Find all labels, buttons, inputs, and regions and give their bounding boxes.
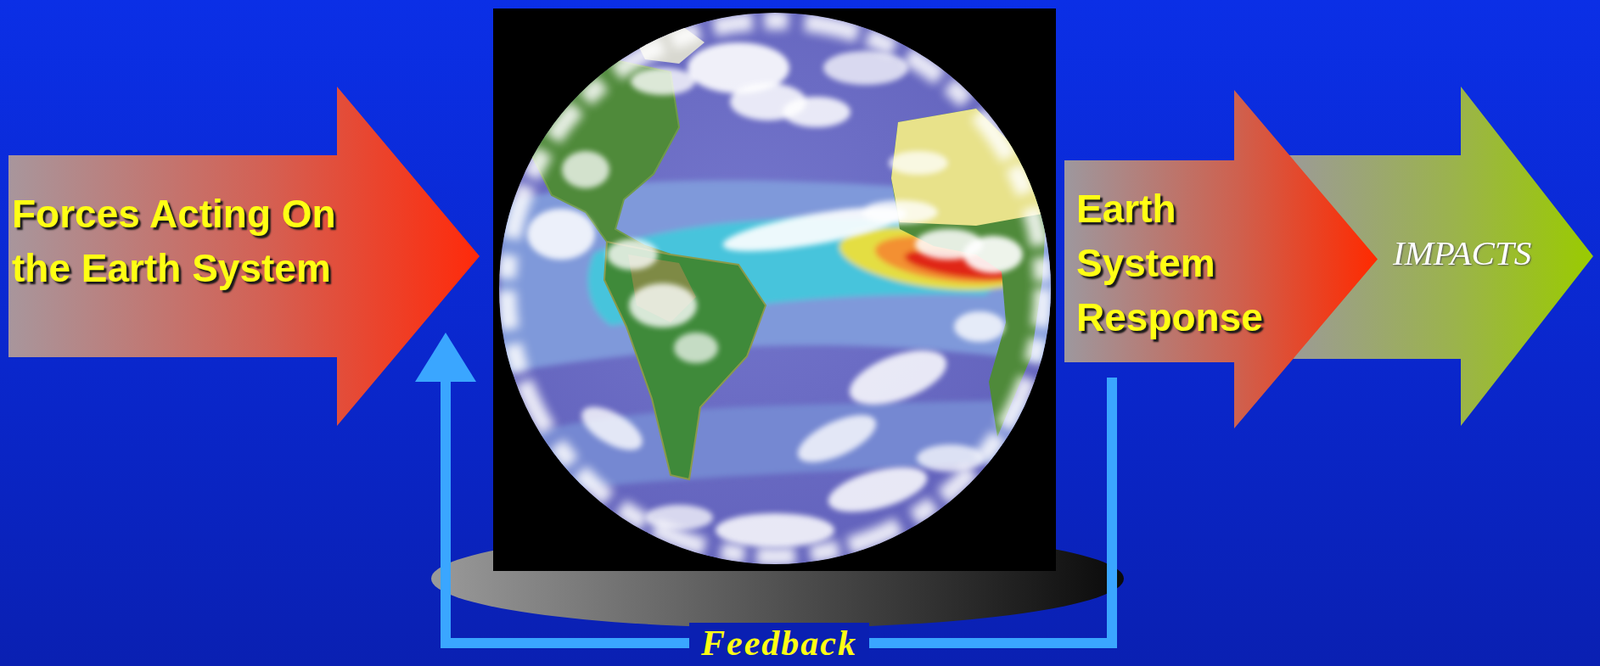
cloud: [606, 239, 658, 270]
response-arrow: Earth System Response: [1064, 89, 1378, 429]
cloud: [916, 444, 985, 472]
cloud: [561, 151, 610, 189]
cloud: [630, 67, 696, 96]
cloud: [888, 151, 949, 175]
cloud: [954, 311, 1005, 343]
cloud: [861, 200, 938, 225]
connector-label: Feedback: [689, 623, 870, 664]
cloud: [842, 339, 955, 416]
feedback-connector: [445, 349, 1112, 644]
cloud: [782, 96, 851, 128]
cloud: [574, 398, 649, 459]
clouds: [527, 42, 1023, 548]
arrow-body: [1285, 86, 1594, 427]
cloud: [963, 235, 1023, 274]
forcing-arrow: Forces Acting On the Earth System: [8, 86, 480, 427]
cloud: [527, 208, 596, 260]
cloud: [791, 405, 883, 473]
cloud: [823, 50, 909, 85]
arrow-body: [1064, 89, 1378, 429]
arrow-body: [8, 86, 480, 427]
cloud: [628, 283, 697, 328]
cloud: [715, 513, 835, 548]
cloud: [673, 332, 719, 364]
globe: [499, 12, 1062, 565]
limb-clouds: [506, 20, 1044, 557]
arrow-label: Earth System Response: [1076, 181, 1299, 345]
arrow-label: Forces Acting On the Earth System: [11, 186, 339, 296]
arrow-label: IMPACTS: [1392, 232, 1582, 274]
